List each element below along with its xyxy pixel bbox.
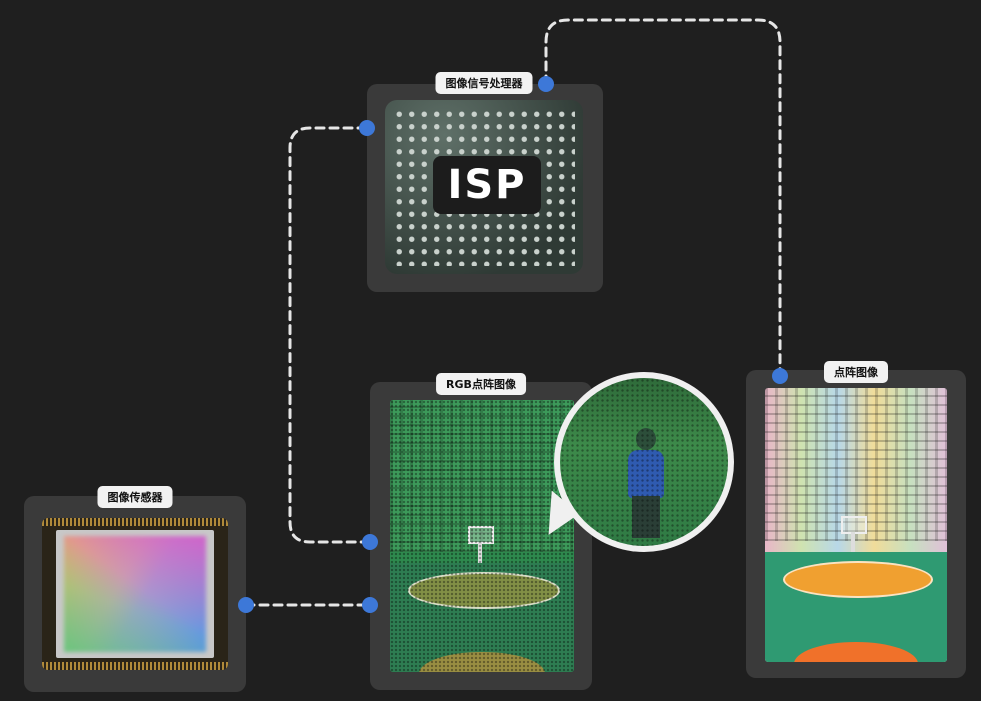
dot-matrix-overlay bbox=[390, 400, 574, 672]
isp-chip: ISP bbox=[385, 100, 583, 274]
connector-dot bbox=[359, 120, 375, 136]
dot-image-label: 点阵图像 bbox=[824, 361, 888, 383]
court-key bbox=[783, 561, 933, 599]
player-figure bbox=[626, 428, 666, 538]
isp-label: 图像信号处理器 bbox=[435, 72, 533, 94]
sensor-glass bbox=[64, 536, 206, 652]
final-dot-image bbox=[765, 388, 947, 662]
image-sensor bbox=[42, 518, 228, 670]
court bbox=[765, 552, 947, 662]
rgb-dot-image bbox=[390, 400, 574, 672]
zoom-detail bbox=[560, 378, 728, 546]
rgb-image-label: RGB点阵图像 bbox=[436, 373, 526, 395]
court-key bbox=[408, 571, 560, 609]
zoom-callout bbox=[554, 372, 734, 552]
court-arc bbox=[419, 652, 545, 672]
court bbox=[390, 563, 574, 672]
sensor-die bbox=[56, 530, 214, 658]
connector-dot bbox=[538, 76, 554, 92]
sensor-label: 图像传感器 bbox=[97, 486, 173, 508]
isp-chip-text: ISP bbox=[433, 156, 541, 214]
connector-dot bbox=[362, 534, 378, 550]
court-arc bbox=[794, 642, 918, 662]
wire-rgb-to-isp bbox=[288, 126, 372, 544]
connector-dot bbox=[362, 597, 378, 613]
building-facade bbox=[765, 388, 947, 542]
hoop-pole bbox=[851, 532, 855, 572]
zoom-dot-overlay bbox=[560, 378, 728, 546]
connector-dot bbox=[772, 368, 788, 384]
wire-isp-to-final bbox=[544, 18, 782, 378]
connector-dot bbox=[238, 597, 254, 613]
